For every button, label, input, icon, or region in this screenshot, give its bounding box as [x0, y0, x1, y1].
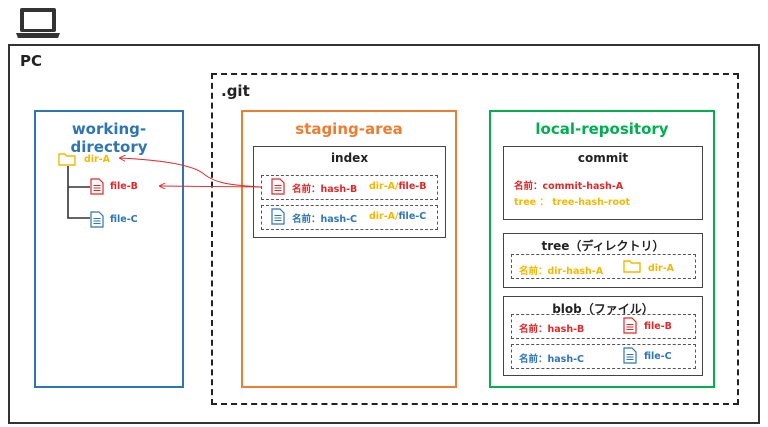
index-entry-name: 名前：hash-B [292, 184, 358, 195]
index-entry-dir: dir-A/ [369, 211, 399, 222]
blob-entry-file: file-C [644, 351, 672, 362]
index-entry-file: file-C [398, 211, 427, 222]
folder-icon [623, 260, 641, 273]
blob-entry [511, 314, 696, 339]
tree-entry-name: 名前：dir-hash-A [519, 266, 604, 277]
commit-title: commit [577, 151, 629, 165]
file-icon [623, 317, 637, 334]
wd-file-c-label: file-C [110, 214, 138, 225]
index-entry [261, 175, 438, 200]
file-icon [271, 208, 285, 225]
staging-area-box [241, 110, 457, 388]
tree-entry [511, 254, 696, 279]
blob-title: blob（ファイル） [552, 302, 654, 316]
working-directory-box [34, 110, 184, 388]
index-entry [261, 205, 438, 230]
file-icon [90, 178, 104, 195]
index-entry-file: file-B [398, 181, 427, 192]
working-directory-title: working-directory [70, 120, 148, 156]
pc-box [8, 44, 760, 424]
index-title: index [330, 151, 369, 165]
folder-icon [58, 153, 76, 166]
wd-dir-label: dir-A [84, 154, 111, 165]
pc-label: PC [20, 52, 43, 70]
arrow-to-file-b [160, 186, 263, 187]
wd-file-b-label: file-B [110, 181, 138, 192]
arrow-to-dir-a [120, 158, 263, 188]
index-entry-path: dir-A/file-C [369, 211, 426, 222]
file-icon [623, 347, 637, 364]
tree-lines [67, 166, 90, 219]
blob-entry-file: file-B [644, 321, 672, 332]
commit-box [503, 146, 703, 220]
tree-title: tree（ディレクトリ） [541, 239, 665, 253]
laptop-icon [16, 8, 60, 38]
blob-entry-name: 名前：hash-C [519, 354, 585, 365]
blob-box [503, 296, 703, 376]
staging-area-title: staging-area [295, 120, 403, 138]
file-icon [90, 211, 104, 228]
index-entry-dir: dir-A/ [369, 181, 399, 192]
commit-tree: tree ： tree-hash-root [514, 197, 631, 208]
blob-entry-name: 名前：hash-B [519, 324, 585, 335]
blob-entry [511, 344, 696, 369]
local-repository-title: local-repository [535, 120, 669, 138]
index-entry-name: 名前：hash-C [292, 214, 358, 225]
commit-name: 名前：commit-hash-A [514, 181, 624, 192]
local-repository-box [489, 110, 715, 388]
git-label: .git [221, 82, 250, 100]
index-box [253, 146, 446, 238]
file-icon [271, 178, 285, 195]
tree-entry-dir: dir-A [648, 263, 675, 274]
git-box [211, 73, 739, 405]
index-entry-path: dir-A/file-B [369, 181, 426, 192]
